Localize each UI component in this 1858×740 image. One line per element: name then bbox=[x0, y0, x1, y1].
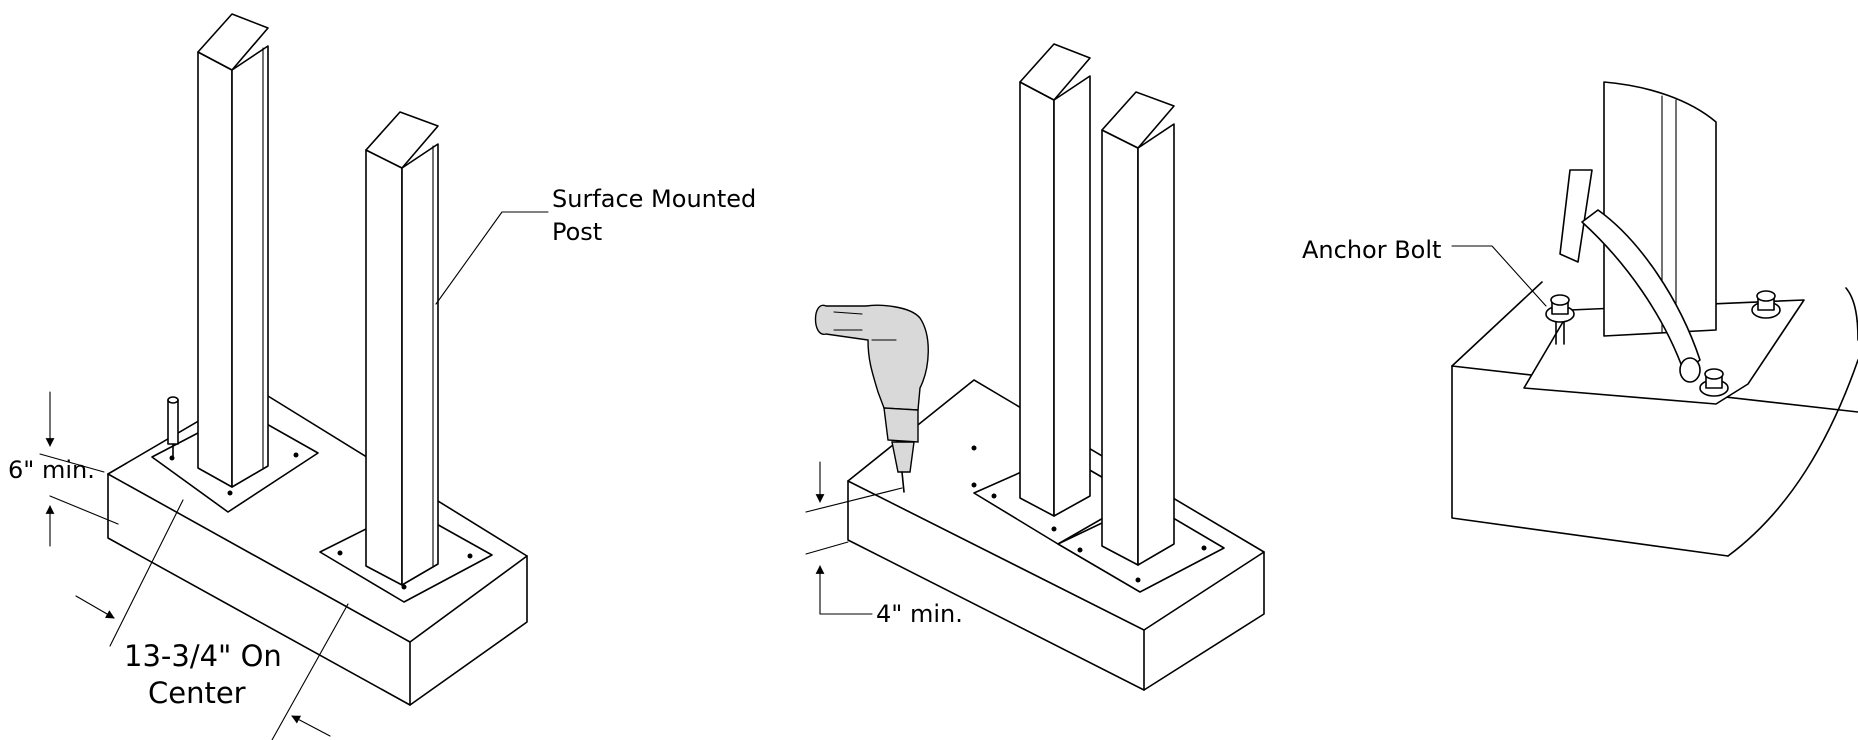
post-middle-2 bbox=[1101, 91, 1175, 566]
label-anchor-bolt: Anchor Bolt bbox=[1302, 236, 1441, 264]
concrete-block-right bbox=[1451, 281, 1858, 557]
label-surface-mounted-post-2: Post bbox=[552, 218, 602, 246]
dimension-on-center bbox=[75, 499, 349, 740]
label-on-center-2: Center bbox=[148, 676, 246, 710]
anchor-bolt-small-left bbox=[167, 396, 179, 457]
power-drill bbox=[814, 304, 929, 493]
label-six-min: 6" min. bbox=[8, 456, 95, 484]
leader-anchor-bolt bbox=[1451, 245, 1547, 307]
middle-illustration bbox=[805, 43, 1265, 691]
left-illustration bbox=[39, 13, 549, 740]
anchor-bolt-right-2 bbox=[1751, 290, 1781, 319]
post-left-2 bbox=[365, 111, 439, 586]
hammer bbox=[1559, 169, 1701, 383]
label-on-center-1: 13-3/4" On bbox=[124, 639, 282, 673]
label-four-min: 4" min. bbox=[876, 600, 963, 628]
post-left-1 bbox=[197, 13, 269, 488]
dimension-six-min bbox=[39, 391, 119, 547]
anchor-bolt-right-3 bbox=[1699, 368, 1729, 397]
anchor-bolt-right-1 bbox=[1545, 294, 1575, 345]
dimension-four-min bbox=[805, 461, 903, 615]
post-middle-1 bbox=[1019, 43, 1091, 517]
plate-holes-middle bbox=[971, 445, 1207, 583]
label-surface-mounted-post-1: Surface Mounted bbox=[552, 185, 756, 213]
base-plate-right bbox=[1523, 299, 1805, 405]
right-illustration bbox=[1451, 81, 1858, 557]
leader-surface-mounted-post bbox=[435, 211, 549, 305]
